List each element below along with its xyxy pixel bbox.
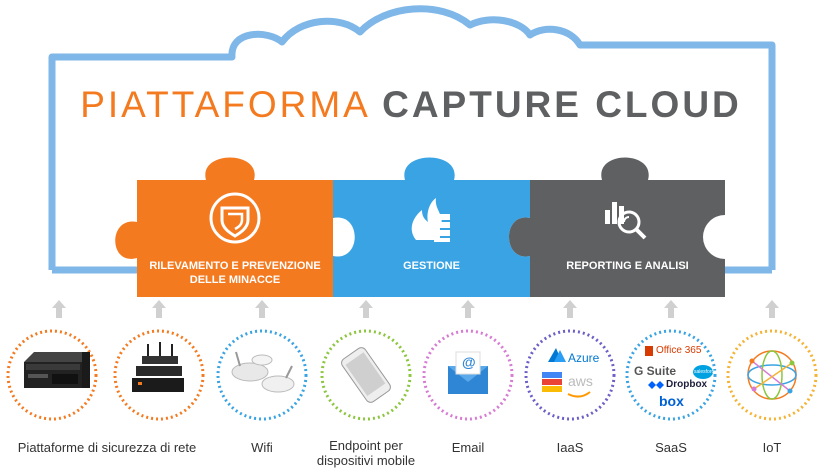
source-ring bbox=[422, 329, 514, 421]
source-ring bbox=[726, 329, 818, 421]
source-label-line: Endpoint per bbox=[329, 438, 403, 453]
arrow-up-icon bbox=[255, 300, 269, 318]
analytics-icon bbox=[605, 202, 647, 240]
piece-label-reporting: REPORTING E ANALISI bbox=[530, 259, 725, 273]
source-label-mobile-endpoint: Endpoint per dispositivi mobile bbox=[306, 438, 426, 468]
shield-icon bbox=[209, 192, 261, 244]
piece-label-line: RILEVAMENTO E PREVENZIONE bbox=[149, 260, 321, 272]
source-ring bbox=[113, 329, 205, 421]
source-label-line: dispositivi mobile bbox=[316, 453, 416, 468]
firewall-appliances-icon bbox=[132, 342, 184, 392]
puzzle-piece-reporting bbox=[509, 157, 725, 297]
aws-logo-text: aws bbox=[568, 373, 593, 389]
dropbox-logo-text: Dropbox bbox=[666, 379, 708, 390]
source-label-network-security: Piattaforme di sicurezza di rete bbox=[17, 440, 197, 455]
arrow-up-icon bbox=[152, 300, 166, 318]
source-ring bbox=[625, 329, 717, 421]
cloud-frame bbox=[48, 5, 776, 270]
box-logo-text: box bbox=[659, 393, 684, 409]
source-label-wifi: Wifi bbox=[251, 440, 273, 455]
office365-logo-text: Office 365 bbox=[656, 345, 702, 356]
envelope-icon bbox=[448, 351, 488, 394]
firewall-icon bbox=[411, 198, 450, 242]
source-ring bbox=[524, 329, 616, 421]
gsuite-logo-text: G Suite bbox=[634, 364, 677, 378]
source-label-email: Email bbox=[451, 440, 485, 455]
arrow-up-icon bbox=[52, 300, 66, 318]
source-ring bbox=[320, 329, 412, 421]
globe-network-icon bbox=[747, 350, 797, 400]
title-part2: CAPTURE CLOUD bbox=[382, 84, 742, 125]
access-point-icon bbox=[231, 351, 295, 393]
page-title: PIATTAFORMA CAPTURE CLOUD bbox=[0, 84, 822, 126]
arrow-up-icon bbox=[765, 300, 779, 318]
source-ring bbox=[6, 329, 98, 421]
arrow-up-icon bbox=[563, 300, 577, 318]
piece-label-line: GESTIONE bbox=[403, 260, 460, 272]
arrow-up-icon bbox=[359, 300, 373, 318]
piece-label-line: REPORTING E ANALISI bbox=[566, 260, 689, 272]
title-part1: PIATTAFORMA bbox=[80, 84, 369, 125]
arrow-up-icon bbox=[461, 300, 475, 318]
piece-label-line: DELLE MINACCE bbox=[189, 274, 281, 286]
arrow-up-icon bbox=[664, 300, 678, 318]
cloud-stack-icon bbox=[542, 348, 591, 398]
source-label-iaas: IaaS bbox=[556, 440, 584, 455]
source-label-iot: IoT bbox=[762, 440, 782, 455]
piece-label-management: GESTIONE bbox=[333, 259, 530, 273]
saas-logos-icon bbox=[645, 346, 713, 389]
salesforce-logo-text: salesforce bbox=[694, 369, 717, 375]
smartphone-icon bbox=[341, 347, 391, 403]
source-ring bbox=[216, 329, 308, 421]
email-at-symbol: @ bbox=[462, 354, 476, 370]
azure-logo-text: Azure bbox=[568, 351, 600, 365]
puzzle-notch bbox=[703, 215, 747, 259]
rack-appliance-icon bbox=[24, 352, 90, 388]
piece-label-detection: RILEVAMENTO E PREVENZIONE DELLE MINACCE bbox=[137, 259, 333, 287]
source-label-saas: SaaS bbox=[655, 440, 687, 455]
